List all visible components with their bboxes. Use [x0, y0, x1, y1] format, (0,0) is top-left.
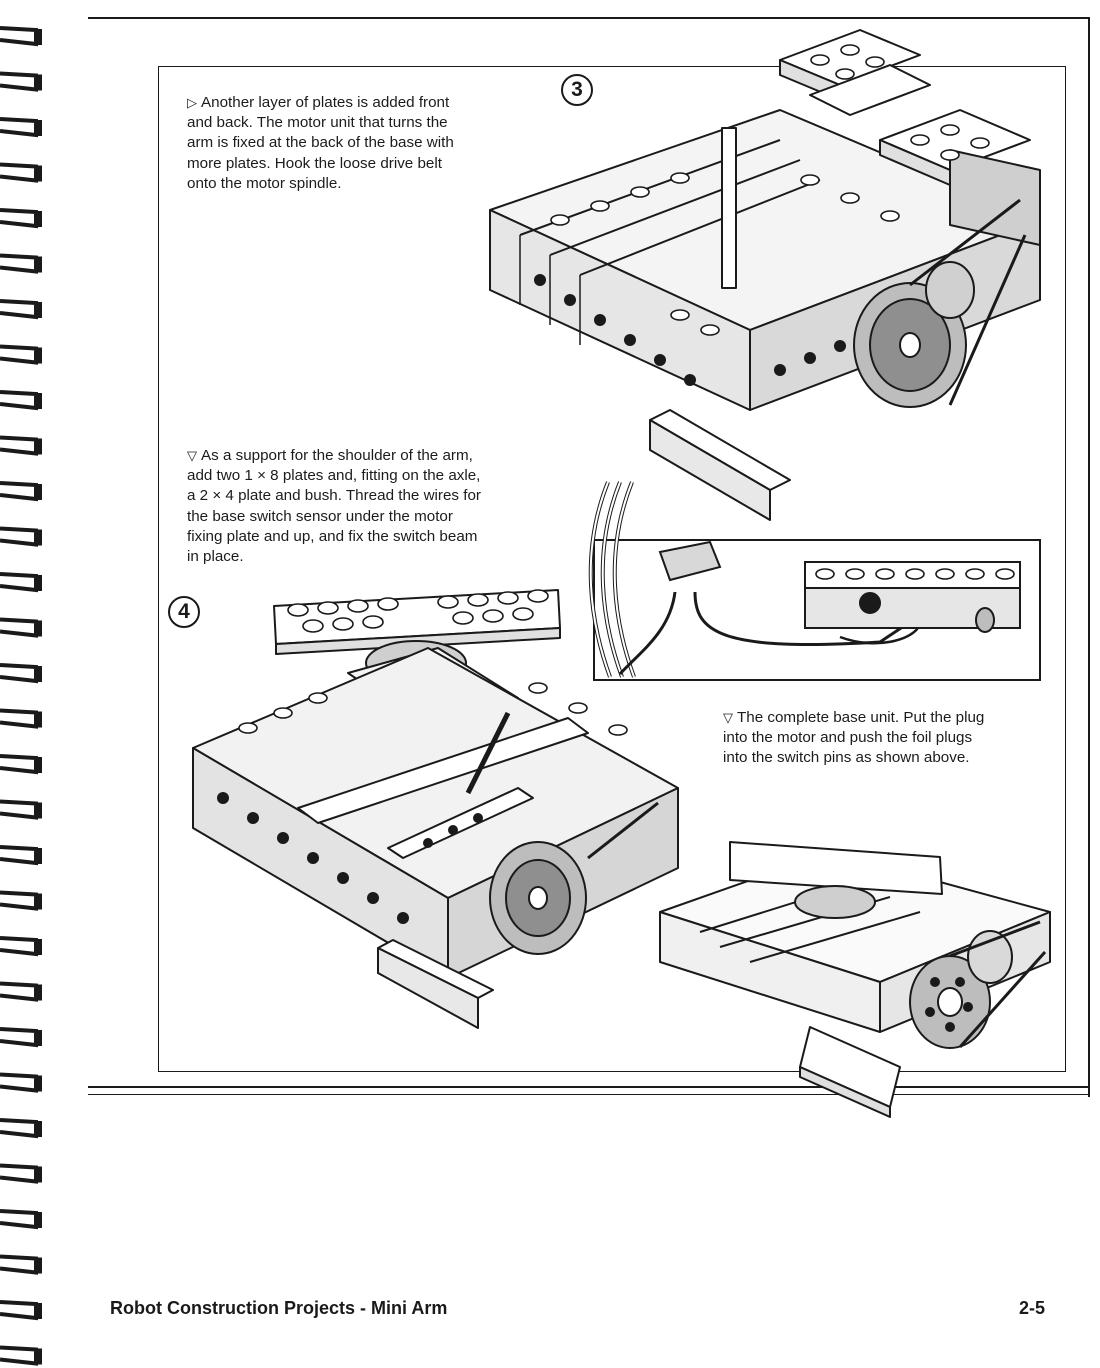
page-number: 2-5 [1019, 1298, 1046, 1318]
spiral-binding [0, 26, 42, 1366]
binding-loop [0, 26, 42, 47]
step3-base-assembly-illustration [489, 29, 1041, 521]
binding-loop [0, 1254, 42, 1275]
complete-base-text: The complete base unit. Put the plug int… [723, 709, 985, 767]
step-4-caption: ▽As a support for the shoulder of the ar… [187, 446, 487, 567]
binding-loop [0, 117, 42, 138]
switch-wiring-detail-illustration [588, 481, 1041, 681]
binding-loop [0, 1163, 42, 1184]
bottom-rule-thin [88, 1094, 1090, 1095]
step-4-marker: ▽ [187, 448, 197, 463]
bottom-rule [88, 1086, 1090, 1088]
binding-loop [0, 526, 42, 547]
binding-loop [0, 299, 42, 320]
binding-loop [0, 1072, 42, 1093]
complete-base-marker: ▽ [723, 710, 733, 725]
binding-loop [0, 162, 42, 183]
binding-loop [0, 481, 42, 502]
step-4-number: 4 [168, 596, 200, 628]
top-rule [88, 17, 1090, 19]
binding-loop [0, 344, 42, 365]
binding-loop [0, 1300, 42, 1321]
step-3-text: Another layer of plates is added front a… [187, 94, 454, 192]
step-3-caption: ▷Another layer of plates is added front … [187, 93, 457, 194]
binding-loop [0, 799, 42, 820]
binding-loop [0, 253, 42, 274]
binding-loop [0, 1027, 42, 1048]
binding-loop [0, 708, 42, 729]
binding-loop [0, 617, 42, 638]
step-3-marker: ▷ [187, 95, 197, 110]
illustration-frame [158, 66, 1066, 1072]
binding-loop [0, 1118, 42, 1139]
binding-loop [0, 754, 42, 775]
binding-loop [0, 981, 42, 1002]
step-4-text: As a support for the shoulder of the arm… [187, 447, 481, 566]
binding-loop [0, 1345, 42, 1366]
binding-loop [0, 390, 42, 411]
binding-loop [0, 845, 42, 866]
binding-loop [0, 663, 42, 684]
binding-loop [0, 1209, 42, 1230]
binding-loop [0, 572, 42, 593]
step-3-number: 3 [561, 74, 593, 106]
binding-loop [0, 936, 42, 957]
binding-loop [0, 435, 42, 456]
complete-base-caption: ▽The complete base unit. Put the plug in… [723, 708, 993, 769]
footer-title: Robot Construction Projects - Mini Arm [110, 1298, 448, 1318]
complete-base-unit-illustration [659, 841, 1051, 1118]
step4-shoulder-support-illustration [192, 589, 679, 1029]
binding-loop [0, 890, 42, 911]
binding-loop [0, 208, 42, 229]
right-rule [1088, 17, 1090, 1097]
binding-loop [0, 71, 42, 92]
